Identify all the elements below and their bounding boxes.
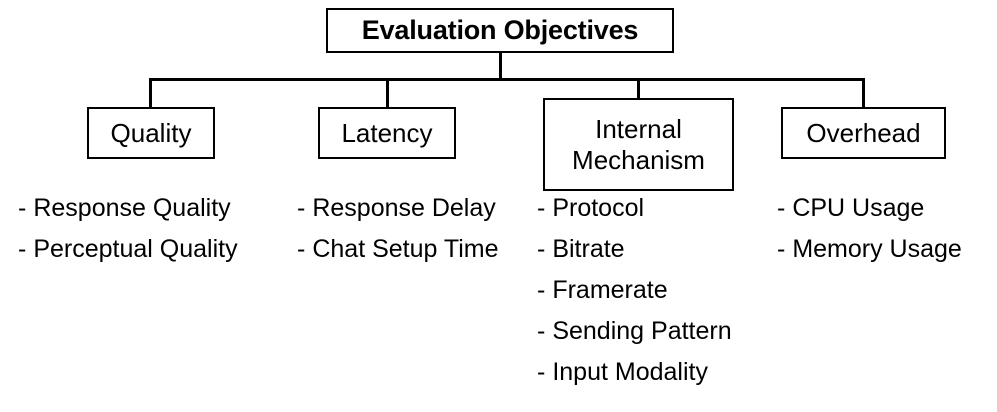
list-item-bullet: - [537, 235, 546, 263]
list-item: -Sending Pattern [537, 319, 732, 360]
list-item: -Chat Setup Time [297, 237, 499, 278]
connector-drop-overhead [862, 78, 865, 109]
list-item: -Input Modality [537, 360, 732, 401]
list-item-label: Perceptual Quality [33, 235, 238, 263]
connector-root-stem [499, 53, 502, 80]
node-overhead: Overhead [781, 107, 946, 159]
list-item-label: Bitrate [552, 235, 625, 263]
list-item-label: Response Delay [312, 194, 496, 222]
list-item-bullet: - [18, 235, 27, 263]
list-item-bullet: - [777, 194, 786, 222]
connector-drop-internal-mechanism [637, 78, 640, 100]
list-item-label: CPU Usage [792, 194, 925, 222]
node-label-quality: Quality [110, 117, 192, 148]
connector-horizontal-bus [149, 78, 865, 81]
list-item-bullet: - [537, 317, 546, 345]
list-item: -CPU Usage [777, 196, 962, 237]
list-item-bullet: - [537, 194, 546, 222]
list-item: -Response Delay [297, 196, 499, 237]
sublist-internal-mechanism: -Protocol-Bitrate-Framerate-Sending Patt… [537, 196, 732, 401]
sublist-quality: -Response Quality-Perceptual Quality [18, 196, 238, 278]
list-item-bullet: - [537, 276, 546, 304]
list-item: -Response Quality [18, 196, 238, 237]
sublist-latency: -Response Delay-Chat Setup Time [297, 196, 499, 278]
list-item-label: Response Quality [33, 194, 231, 222]
list-item-label: Input Modality [552, 358, 708, 386]
list-item: -Framerate [537, 278, 732, 319]
node-label-overhead: Overhead [806, 117, 921, 148]
list-item-bullet: - [297, 235, 306, 263]
list-item-label: Sending Pattern [552, 317, 732, 345]
node-label-root: Evaluation Objectives [361, 14, 639, 45]
list-item-bullet: - [777, 235, 786, 263]
node-label-internal-mechanism: Internal Mechanism [572, 113, 705, 175]
list-item-label: Framerate [552, 276, 668, 304]
node-latency: Latency [318, 107, 456, 159]
node-quality: Quality [87, 107, 215, 159]
list-item: -Protocol [537, 196, 732, 237]
list-item: -Bitrate [537, 237, 732, 278]
list-item-label: Memory Usage [792, 235, 962, 263]
node-evaluation-objectives: Evaluation Objectives [326, 8, 674, 53]
list-item-bullet: - [297, 194, 306, 222]
connector-drop-quality [149, 78, 152, 109]
list-item: -Memory Usage [777, 237, 962, 278]
list-item-bullet: - [537, 358, 546, 386]
node-label-latency: Latency [341, 117, 433, 148]
list-item-bullet: - [18, 194, 27, 222]
node-internal-mechanism: Internal Mechanism [543, 98, 734, 191]
list-item-label: Chat Setup Time [312, 235, 499, 263]
connector-drop-latency [386, 78, 389, 109]
list-item-label: Protocol [552, 194, 645, 222]
sublist-overhead: -CPU Usage-Memory Usage [777, 196, 962, 278]
list-item: -Perceptual Quality [18, 237, 238, 278]
